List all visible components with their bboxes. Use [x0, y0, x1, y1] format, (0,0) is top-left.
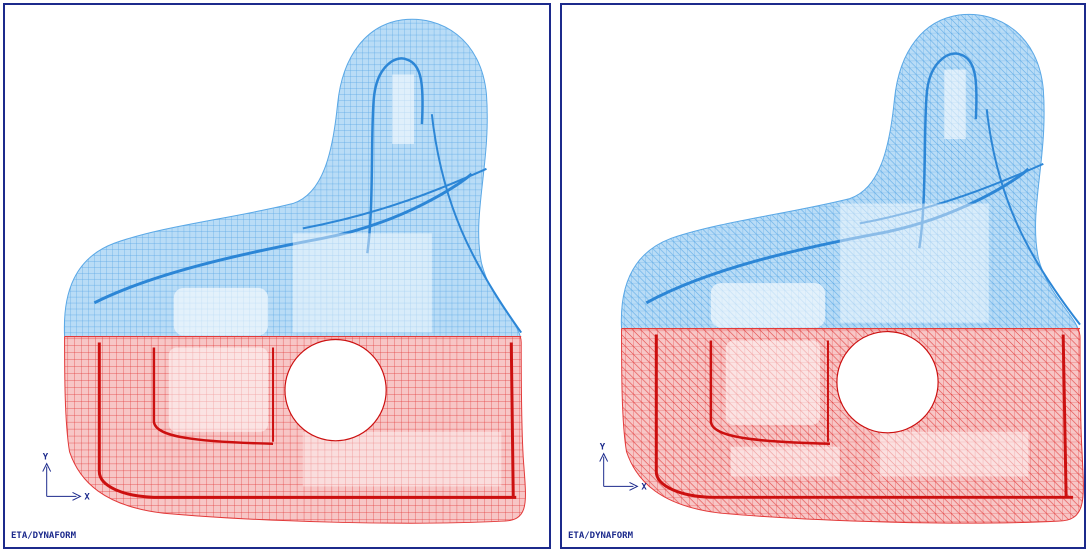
axis-triad: Y X	[42, 453, 90, 502]
y-axis-label: Y	[43, 453, 49, 463]
brand-label: ETA/DYNAFORM	[568, 531, 634, 541]
mesh-drawing: Y X	[42, 18, 526, 524]
circular-hole	[284, 338, 387, 442]
brand-label: ETA/DYNAFORM	[11, 531, 77, 541]
y-axis-label: Y	[600, 443, 606, 453]
axis-triad: Y X	[599, 443, 647, 492]
mesh-viewport-right: Y X ETA/DYNAFORM	[560, 3, 1086, 549]
x-axis-label: X	[84, 492, 90, 502]
mesh-drawing: Y X	[599, 13, 1084, 524]
mesh-viewport-left: Y X ETA/DYNAFORM	[3, 3, 551, 549]
x-axis-label: X	[641, 482, 647, 492]
circular-hole	[836, 330, 939, 434]
